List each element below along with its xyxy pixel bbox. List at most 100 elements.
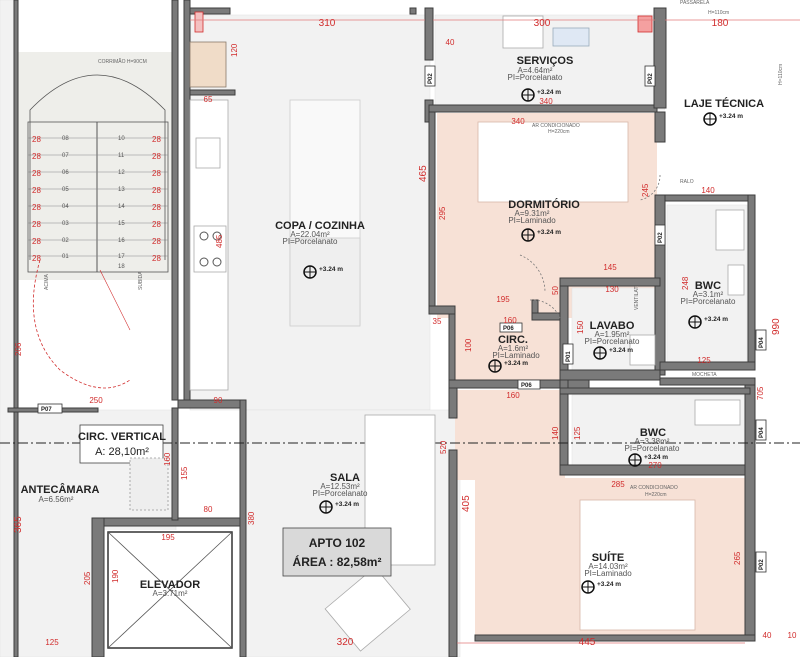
mocheta-label: MOCHETA — [692, 372, 717, 378]
svg-text:195: 195 — [496, 295, 510, 304]
laundry-sink — [502, 15, 544, 49]
svg-text:295: 295 — [438, 206, 447, 220]
svg-text:125: 125 — [697, 356, 711, 365]
room-sala-floor: PI=Porcelanato — [313, 489, 368, 498]
stair-step-11: 11 — [118, 153, 125, 159]
stair-step-13: 13 — [118, 187, 125, 193]
svg-text:320: 320 — [337, 637, 354, 648]
svg-text:150: 150 — [576, 320, 585, 334]
svg-text:28: 28 — [152, 254, 161, 263]
svg-text:340: 340 — [539, 97, 553, 106]
door-tag-p06-b: P06 — [521, 383, 532, 389]
circ-vertical-name: CIRC. VERTICAL — [78, 431, 166, 443]
svg-text:380: 380 — [247, 511, 256, 525]
room-sala-area: A=12.53m² — [320, 482, 360, 491]
svg-text:145: 145 — [603, 263, 617, 272]
svg-text:28: 28 — [32, 152, 41, 161]
svg-text:80: 80 — [204, 505, 213, 514]
svg-text:28: 28 — [32, 220, 41, 229]
level-sala: +3.24 m — [335, 501, 359, 508]
door-tag-p01: P01 — [566, 351, 572, 362]
svg-text:28: 28 — [152, 135, 161, 144]
svg-text:50: 50 — [551, 286, 560, 295]
level-bwc2: +3.24 m — [644, 454, 668, 461]
acima-label: ACIMA — [44, 274, 50, 291]
stair-step-16: 16 — [118, 238, 125, 244]
stair-step-17: 17 — [118, 254, 125, 260]
room-bwc1-name: BWC — [695, 280, 721, 292]
svg-text:990: 990 — [771, 318, 782, 335]
room-circ-floor: PI=Laminado — [492, 351, 540, 360]
svg-text:310: 310 — [319, 18, 336, 29]
ventilat-label: VENTILAT. — [634, 286, 640, 310]
svg-text:405: 405 — [461, 495, 472, 512]
svg-text:265: 265 — [733, 551, 742, 565]
svg-text:250: 250 — [89, 396, 103, 405]
room-suite-floor: PI=Laminado — [584, 569, 632, 578]
svg-text:445: 445 — [579, 637, 596, 648]
kitchen-sink — [195, 137, 221, 169]
stair-step-10: 10 — [118, 136, 125, 142]
svg-text:160: 160 — [503, 316, 517, 325]
svg-text:28: 28 — [32, 135, 41, 144]
room-bwc1-area: A=3.1m² — [693, 290, 724, 299]
door-tag-p02-b: P02 — [648, 73, 654, 84]
room-copa-floor: PI=Porcelanato — [283, 237, 338, 246]
door-tag-j04-a: P04 — [759, 337, 765, 348]
walls — [7, 0, 756, 657]
door-tag-j02: P02 — [759, 559, 765, 570]
svg-text:120: 120 — [230, 43, 239, 57]
stair-step-01: 01 — [62, 254, 69, 260]
door-tag-p06-a: P06 — [503, 326, 514, 332]
stair-step-02: 02 — [62, 238, 69, 244]
floor-stair — [16, 52, 172, 280]
level-laje: +3.24 m — [719, 113, 743, 120]
svg-text:125: 125 — [573, 426, 582, 440]
cabinet-orange — [189, 41, 227, 88]
room-bwc2-floor: PI=Porcelanato — [625, 444, 680, 453]
room-lavabo-floor: PI=Porcelanato — [585, 337, 640, 346]
svg-text:248: 248 — [681, 276, 690, 290]
passarela-label: PASSARELA — [680, 0, 710, 6]
door-tag-j04-b: P04 — [759, 427, 765, 438]
svg-text:465: 465 — [418, 165, 429, 182]
floor-left-strip — [0, 0, 15, 657]
svg-text:10: 10 — [788, 631, 797, 640]
svg-text:65: 65 — [204, 95, 213, 104]
svg-text:365: 365 — [13, 516, 24, 533]
svg-text:180: 180 — [712, 18, 729, 29]
door-tag-p02-a: P02 — [428, 73, 434, 84]
svg-text:520: 520 — [439, 440, 448, 454]
lavabo-sink — [629, 334, 656, 366]
svg-text:140: 140 — [551, 426, 560, 440]
svg-text:340: 340 — [511, 117, 525, 126]
svg-text:245: 245 — [641, 183, 650, 197]
svg-text:90: 90 — [214, 396, 223, 405]
armchair — [324, 566, 411, 652]
svg-text:28: 28 — [152, 169, 161, 178]
ralo-label: RALO — [680, 179, 694, 185]
stair-step-08: 08 — [62, 136, 69, 142]
stair-step-05: 05 — [62, 187, 69, 193]
shaft-red-2 — [637, 15, 653, 33]
room-suite-area: A=14.03m² — [588, 562, 628, 571]
level-bwc1: +3.24 m — [704, 316, 728, 323]
level-markers — [303, 88, 717, 594]
svg-text:100: 100 — [464, 338, 473, 352]
room-servicos-name: SERVIÇOS — [517, 55, 574, 67]
room-copa-name: COPA / COZINHA — [275, 220, 365, 232]
room-servicos-floor: PI=Porcelanato — [508, 73, 563, 82]
svg-text:130: 130 — [605, 285, 619, 294]
svg-text:195: 195 — [161, 533, 175, 542]
corrimao-label: CORRIMÃO H=90CM — [98, 58, 147, 65]
svg-text:28: 28 — [152, 152, 161, 161]
stair-step-14: 14 — [118, 204, 125, 210]
svg-text:28: 28 — [32, 254, 41, 263]
bwc2-sink — [694, 399, 741, 426]
apto-area: ÁREA : 82,58m² — [293, 554, 382, 569]
svg-text:205: 205 — [83, 571, 92, 585]
room-copa-area: A=22.04m² — [290, 230, 330, 239]
h220-label-1: H=220cm — [548, 129, 570, 135]
svg-text:28: 28 — [152, 186, 161, 195]
stair-step-06: 06 — [62, 170, 69, 176]
